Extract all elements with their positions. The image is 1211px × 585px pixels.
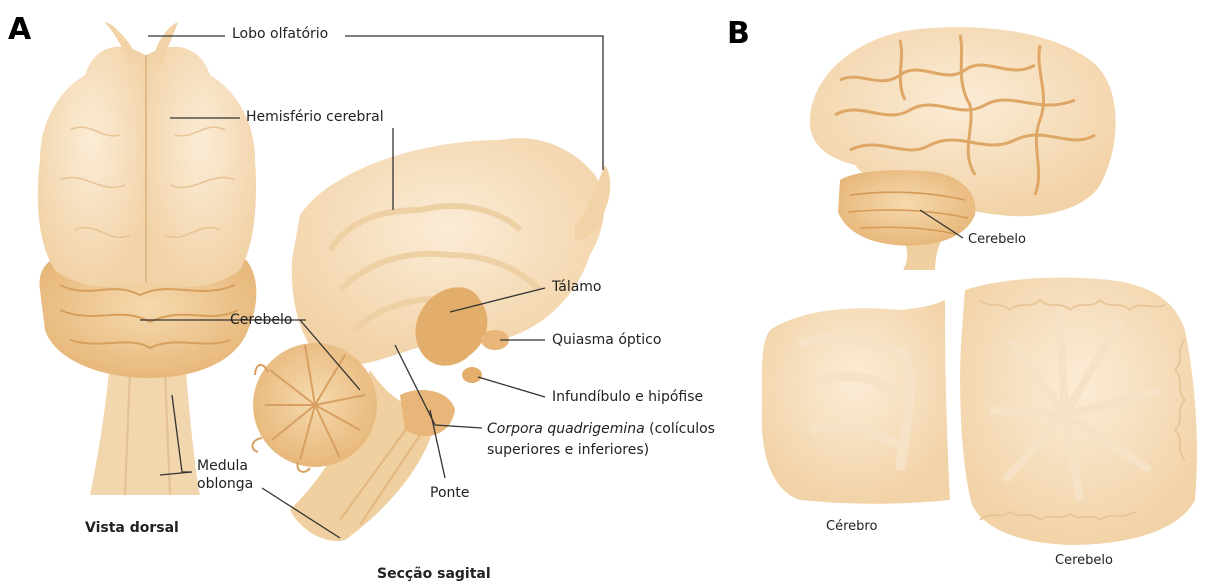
label-quiasma-optico: Quiasma óptico [552,332,661,349]
label-lobo-olfatorio: Lobo olfatório [232,26,328,43]
label-cerebro-b: Cérebro [826,518,877,535]
caption-vista-dorsal: Vista dorsal [85,520,179,536]
label-corpora-line2: superiores e inferiores) [487,442,649,459]
brain-sections [762,278,1197,545]
dorsal-view-brain [38,22,257,495]
sagittal-pons [400,390,455,436]
caption-seccao-sagital: Secção sagital [377,566,491,582]
label-hemisferio-cerebral: Hemisfério cerebral [246,109,384,126]
dorsal-right-hemisphere [147,47,256,287]
dorsal-medulla [90,360,200,495]
label-ponte: Ponte [430,485,469,502]
label-cerebelo-b-bottom: Cerebelo [1055,552,1113,569]
lateral-human-brain [810,27,1116,270]
label-corpora-quadrigemina: Corpora quadrigemina (colículos [487,421,715,438]
leader-infundibulo [478,377,545,397]
panel-label-b: B [727,18,750,50]
label-oblonga: oblonga [197,476,253,493]
dorsal-left-hemisphere [38,47,145,287]
label-talamo: Tálamo [552,279,602,296]
label-medula: Medula [197,458,248,475]
sagittal-pituitary [462,367,482,383]
label-corpora-italic: Corpora quadrigemina [487,421,645,437]
cerebrum-section [762,300,950,504]
label-cerebelo-a: Cerebelo [230,312,292,329]
label-infundibulo: Infundíbulo e hipófise [552,389,703,406]
label-corpora-rest: (colículos [645,421,715,437]
label-cerebelo-b-top: Cerebelo [968,231,1026,248]
panel-label-a: A [8,14,31,46]
